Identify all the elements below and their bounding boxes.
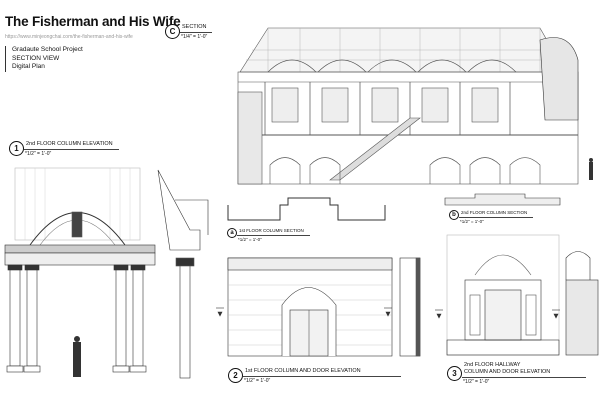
section-cut-icon xyxy=(216,307,224,317)
project-meta: Gradaute School Project SECTION VIEW Dig… xyxy=(5,46,83,72)
label-title: 2nd FLOOR COLUMN ELEVATION xyxy=(24,141,119,150)
label-scale: *1/2" = 1'-0" xyxy=(238,237,262,242)
label-scale: *1/2" = 1'-0" xyxy=(244,378,271,384)
drawing-label-c: C SECTION*1/4" = 1'-0" xyxy=(165,24,213,41)
drawing-label-b: b 2nd FLOOR COLUMN SECTION*1/2" = 1'-0" xyxy=(449,210,534,225)
marker-1: 1 xyxy=(9,141,24,156)
column-elevation-1-drawing xyxy=(4,167,209,379)
drawing-label-a: a 1st FLOOR COLUMN SECTION*1/2" = 1'-0" xyxy=(227,228,310,243)
drawing-label-1: 1 2nd FLOOR COLUMN ELEVATION*1/2" = 1'-0… xyxy=(9,141,119,158)
sheet-title: The Fisherman and His Wife xyxy=(5,14,181,29)
meta-line: Digital Plan xyxy=(12,63,45,70)
label-title-line1: 2nd FLOOR HALLWAY xyxy=(464,362,521,368)
section-cut-icon xyxy=(435,309,443,319)
scale-person-icon xyxy=(589,158,593,180)
door-elevation-2-drawing xyxy=(227,257,421,357)
label-title: SECTION xyxy=(180,24,213,33)
label-scale: *1/2" = 1'-0" xyxy=(463,379,490,385)
label-title: COLUMN AND DOOR ELEVATION xyxy=(462,369,587,378)
marker-b: b xyxy=(449,210,459,220)
section-a-drawing xyxy=(227,197,386,221)
marker-2: 2 xyxy=(228,368,243,383)
section-b-drawing xyxy=(444,193,561,206)
project-url[interactable]: https://www.minjeongchai.com/the-fisherm… xyxy=(5,34,133,40)
label-scale: *1/2" = 1'-0" xyxy=(25,151,52,157)
label-title: 2nd FLOOR COLUMN SECTION xyxy=(459,210,534,218)
label-title: 1st FLOOR COLUMN AND DOOR ELEVATION xyxy=(243,368,401,377)
door-elevation-3-drawing xyxy=(446,234,599,356)
section-c-drawing xyxy=(237,27,579,185)
marker-c: C xyxy=(165,24,180,39)
meta-line: Gradaute School Project xyxy=(12,46,83,53)
scale-person-icon xyxy=(73,336,81,377)
label-title: 1st FLOOR COLUMN SECTION xyxy=(237,228,310,236)
section-cut-icon xyxy=(552,309,560,319)
label-scale: *1/4" = 1'-0" xyxy=(181,34,208,40)
drawing-label-2: 2 1st FLOOR COLUMN AND DOOR ELEVATION*1/… xyxy=(228,368,401,385)
marker-a: a xyxy=(227,228,237,238)
section-cut-icon xyxy=(384,307,392,317)
marker-3: 3 xyxy=(447,366,462,381)
meta-line: SECTION VIEW xyxy=(12,54,60,62)
label-scale: *1/2" = 1'-0" xyxy=(460,219,484,224)
